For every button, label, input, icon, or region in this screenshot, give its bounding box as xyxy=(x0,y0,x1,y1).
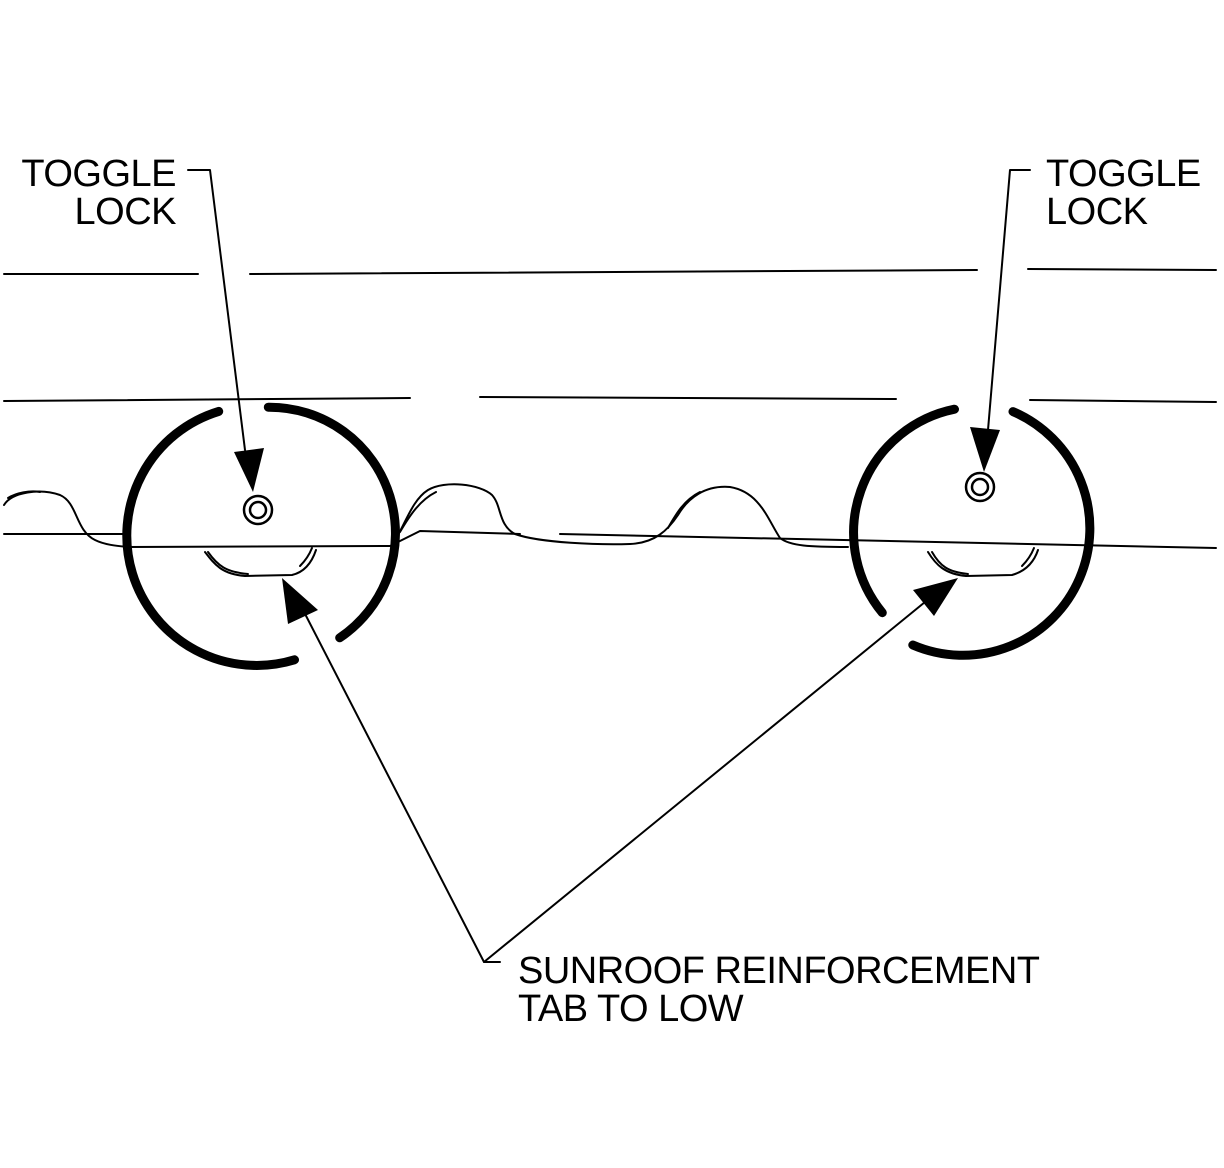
sunroof-tab-label-line1: SUNROOF REINFORCEMENT xyxy=(518,950,1040,992)
arrowheads xyxy=(234,427,1000,624)
toggle-lock-label-right-line2: LOCK xyxy=(1046,191,1148,233)
toggle-lock-label-left-line1: TOGGLE xyxy=(21,153,176,195)
detail-circle-left xyxy=(122,402,400,670)
toggle-lock-label-right: TOGGLE LOCK xyxy=(1046,155,1201,231)
reinforcement-tab-left xyxy=(204,547,317,577)
detail-circle-right xyxy=(849,404,1095,660)
sunroof-tab-label-line2: TAB TO LOW xyxy=(518,988,744,1030)
toggle-lock-label-left-line2: LOCK xyxy=(74,191,177,233)
arrowhead-toggle-right xyxy=(970,427,1000,472)
toggle-lock-pin-right xyxy=(964,471,996,503)
arrowhead-tab-left xyxy=(282,578,318,624)
toggle-lock-label-right-line1: TOGGLE xyxy=(1046,153,1201,195)
toggle-lock-pin-left xyxy=(242,494,274,526)
arrowhead-toggle-left xyxy=(234,448,264,492)
reinforcement-profile xyxy=(3,483,849,548)
toggle-lock-label-left: TOGGLE LOCK xyxy=(14,155,176,231)
leader-lines xyxy=(187,169,1031,963)
arrowhead-tab-right xyxy=(913,578,958,616)
panel-edge-lines xyxy=(3,268,1217,549)
reinforcement-tab-right xyxy=(927,547,1039,577)
sunroof-tab-label: SUNROOF REINFORCEMENT TAB TO LOW xyxy=(518,952,1040,1028)
